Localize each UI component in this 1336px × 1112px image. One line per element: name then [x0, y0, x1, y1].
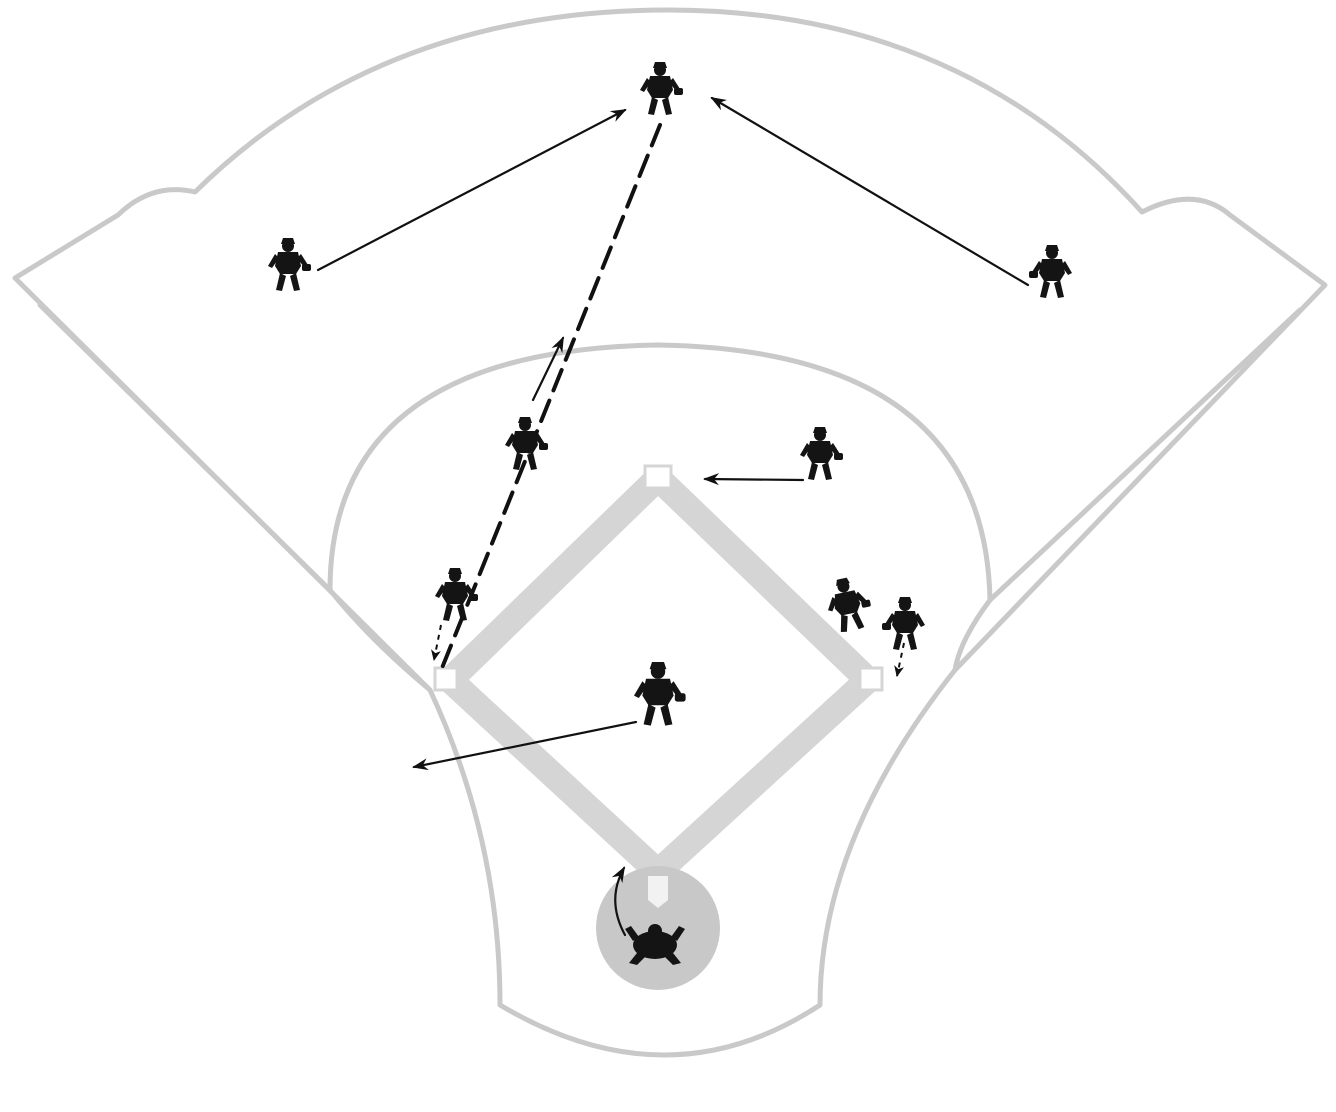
first-baseman-icon [882, 597, 925, 650]
shortstop-arrow [533, 338, 563, 400]
right-fielder-icon [1029, 245, 1072, 298]
right-fielder-arrow [712, 98, 1028, 285]
pitcher-icon [634, 662, 686, 726]
third-base [435, 668, 457, 690]
left-fielder-arrow [318, 110, 625, 270]
catcher-icon [625, 924, 685, 965]
second-base [645, 466, 671, 488]
third-baseman-arrow [434, 625, 441, 660]
second-baseman-arrow [705, 479, 803, 480]
center-fielder-icon [640, 62, 683, 115]
left-fielder-icon [268, 238, 311, 291]
third-baseman-icon [435, 568, 478, 621]
baserunner-icon [822, 574, 875, 635]
first-base [860, 668, 882, 690]
second-baseman-icon [800, 427, 843, 480]
